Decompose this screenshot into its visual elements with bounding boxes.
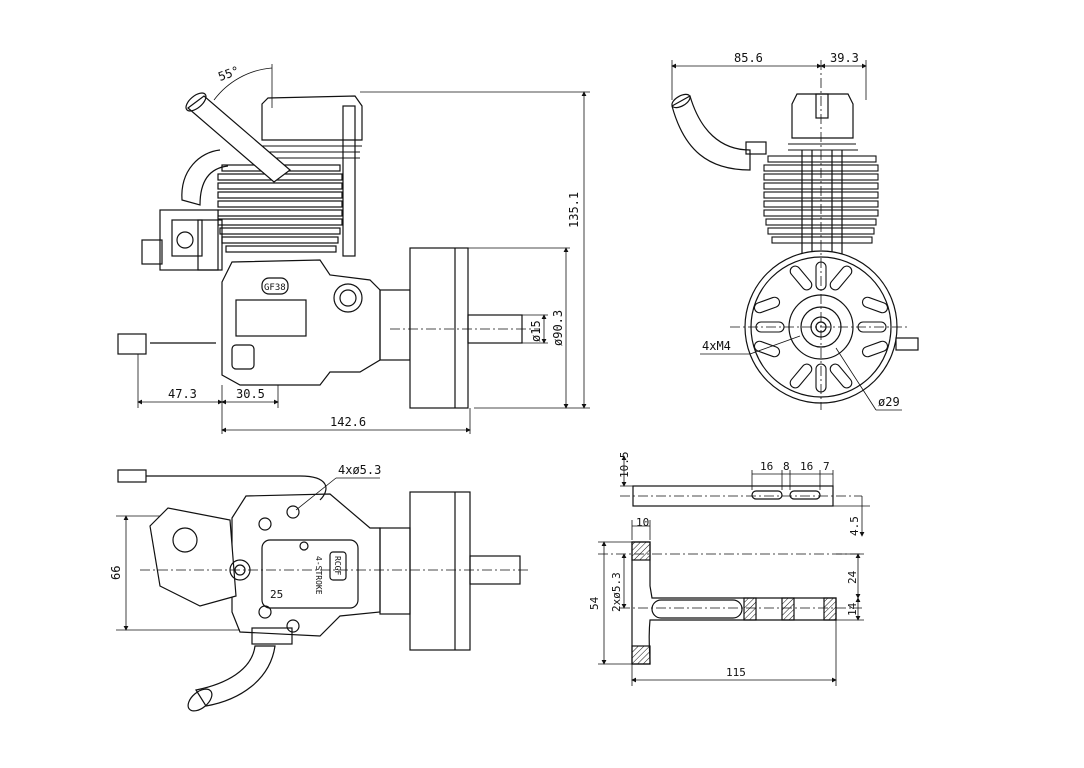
side-view	[671, 93, 919, 404]
top-view	[117, 469, 521, 712]
bracket-slot-end-label: 7	[823, 460, 830, 473]
bracket-slot-1-label: 16	[760, 460, 773, 473]
height-total-label: 135.1	[567, 192, 581, 228]
bracket-flange-label: 10	[636, 516, 649, 529]
bracket-length-label: 115	[726, 666, 746, 679]
front-view	[117, 92, 523, 409]
length-total-label: 142.6	[330, 415, 366, 429]
bracket-side-view	[631, 541, 837, 665]
top-logo-text: RCGF	[333, 556, 342, 575]
thread-label: 4xM4	[702, 339, 731, 353]
bracket-slot-2-label: 16	[800, 460, 813, 473]
flange-dia-label: ø90.3	[551, 310, 565, 346]
side-width-right-label: 39.3	[830, 51, 859, 65]
bracket-total-height-label: 54	[588, 596, 601, 610]
offset-left-label: 47.3	[168, 387, 197, 401]
bracket-lower-height-label: 14	[846, 602, 859, 616]
side-width-left-label: 85.6	[734, 51, 763, 65]
bracket-hole-label: 2xø5.3	[610, 572, 623, 612]
bracket-upper-height-label: 24	[846, 570, 859, 584]
top-offset-label: 25	[270, 588, 283, 601]
top-hole-label: 4xø5.3	[338, 463, 381, 477]
offset-mid-label: 30.5	[236, 387, 265, 401]
bracket-top-offset-label: 10.5	[618, 452, 631, 479]
shaft-dia-label: ø15	[529, 320, 543, 342]
hub-dia-label: ø29	[878, 395, 900, 409]
top-badge-text: 4-STROKE	[314, 556, 323, 595]
bracket-thickness-label: 4.5	[848, 516, 861, 536]
bracket-slot-gap-label: 8	[783, 460, 790, 473]
top-width-label: 66	[109, 566, 123, 580]
engine-text: GF38	[264, 283, 286, 293]
angle-label: 55°	[216, 63, 241, 84]
